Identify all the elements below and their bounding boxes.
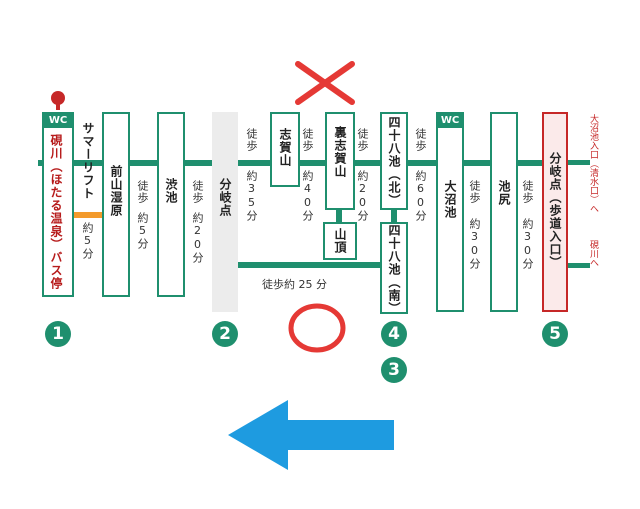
shigayama-name: 志賀山 (278, 128, 292, 167)
connector-line (38, 160, 568, 166)
station-number-4: 4 (381, 321, 407, 347)
bus-stop-icon (47, 90, 69, 110)
station-2-name: 分岐点 (218, 178, 232, 217)
ikejiri-name: 池尻 (497, 180, 511, 206)
walk-label-onuma: 徒歩 (414, 128, 427, 152)
sancho-connector (336, 210, 342, 222)
shibuike-name: 渋池 (164, 178, 178, 204)
shibuike-box (157, 112, 185, 297)
side-note-upper: 大沼池入口（清水口）へ (588, 114, 598, 213)
walk-time-maeyama: 約5分 (136, 212, 149, 250)
station-number-2: 2 (212, 321, 238, 347)
walk-label-ikejiri: 徒歩 (468, 180, 481, 204)
cross-mark-icon (290, 60, 360, 106)
ikejiri-box (490, 112, 518, 312)
onuma-name: 大沼池 (443, 180, 457, 219)
walk-label-shibuike: 徒歩 (191, 180, 204, 204)
walk-label-shiga: 徒歩 (245, 128, 258, 152)
side-line-lower (566, 263, 590, 268)
walk-label-s5: 徒歩 (521, 180, 534, 204)
yonju-minami-box (380, 222, 408, 314)
urashiga-box (325, 112, 355, 210)
sancho-box (323, 222, 357, 260)
walk-time-yonju: 約20分 (356, 170, 369, 222)
side-note-lower: 硯川へ (588, 240, 598, 267)
station-1-box (42, 112, 74, 297)
walk-time-onuma: 約60分 (414, 170, 427, 222)
maeyama-name: 前山湿原 (109, 165, 123, 217)
summer-lift-label: サマーリフト (81, 122, 95, 200)
walk-label-yonju: 徒歩 (356, 128, 369, 152)
yonju-connector (391, 210, 397, 222)
lift-line (72, 212, 102, 218)
side-line-upper (566, 160, 590, 165)
station-1-name: 硯川（ほたる温泉）バス停 (49, 134, 63, 290)
yonju-kita-box (380, 112, 408, 210)
urashiga-name: 裏志賀山 (333, 126, 347, 178)
walk-time-s5: 約30分 (521, 218, 534, 270)
station-number-5: 5 (542, 321, 568, 347)
station-5-name: 分岐点（歩道入口） (548, 152, 562, 269)
station-2-box (212, 112, 238, 312)
bottom-walk-label: 徒歩約 25 分 (262, 278, 327, 291)
station-5-box (542, 112, 568, 312)
walk-time-ikejiri: 約30分 (468, 218, 481, 270)
wc-badge: WC (44, 114, 72, 128)
walk-time-shiga: 約35分 (245, 170, 258, 222)
onuma-box (436, 112, 464, 312)
yonju-minami-name: 四十八池（南） (387, 224, 401, 315)
walk-time-shibuike: 約20分 (191, 212, 204, 264)
station-number-3: 3 (381, 357, 407, 383)
left-arrow-icon (228, 400, 394, 470)
wc-badge-onuma: WC (438, 114, 462, 128)
lift-time: 約5分 (81, 222, 94, 260)
shigayama-box (270, 112, 300, 187)
station-number-1: 1 (45, 321, 71, 347)
sancho-name: 山頂 (333, 228, 347, 254)
walk-label-maeyama: 徒歩 (136, 180, 149, 204)
bottom-path-line (236, 262, 384, 268)
maeyama-box (102, 112, 130, 297)
yonju-kita-name: 四十八池（北） (387, 116, 401, 207)
walk-label-ura: 徒歩 (301, 128, 314, 152)
circle-mark-icon (287, 302, 347, 354)
walk-time-ura: 約40分 (301, 170, 314, 222)
